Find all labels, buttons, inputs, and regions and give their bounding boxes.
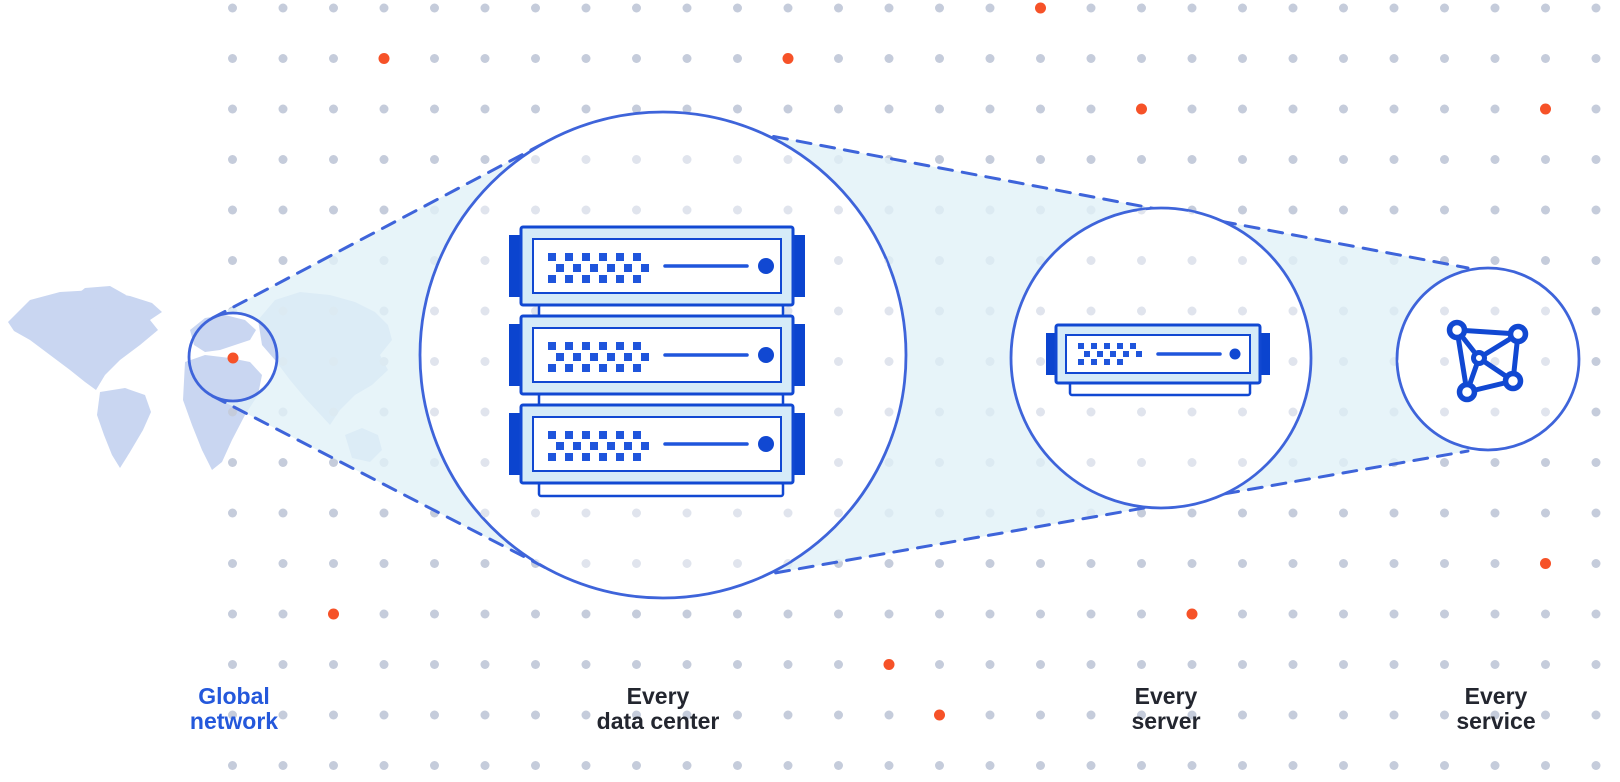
label-line: Every: [1464, 683, 1528, 709]
label-line: network: [189, 708, 279, 734]
label-line: Every: [626, 683, 690, 709]
label-global-network: Global network: [190, 684, 278, 734]
label-line: Every: [1134, 683, 1198, 709]
server-unit: [1046, 323, 1270, 397]
label-line: data center: [596, 708, 720, 734]
server-unit: [509, 403, 805, 485]
dot-grid-orange-dots: [328, 2, 1551, 721]
label-every-service: Every service: [1456, 684, 1535, 734]
network-graph-icon: [1446, 319, 1529, 403]
server-unit: [509, 314, 805, 396]
label-every-server: Every server: [1131, 684, 1200, 734]
map-marker-dot: [227, 352, 239, 364]
label-line: Global: [198, 683, 270, 709]
service-circle: [1395, 266, 1581, 452]
label-every-data-center: Every data center: [597, 684, 720, 734]
label-line: server: [1131, 708, 1201, 734]
server-unit: [509, 225, 805, 307]
globe-zoom-circle: [187, 311, 279, 403]
server-rack: [509, 225, 805, 498]
label-line: service: [1456, 708, 1536, 734]
